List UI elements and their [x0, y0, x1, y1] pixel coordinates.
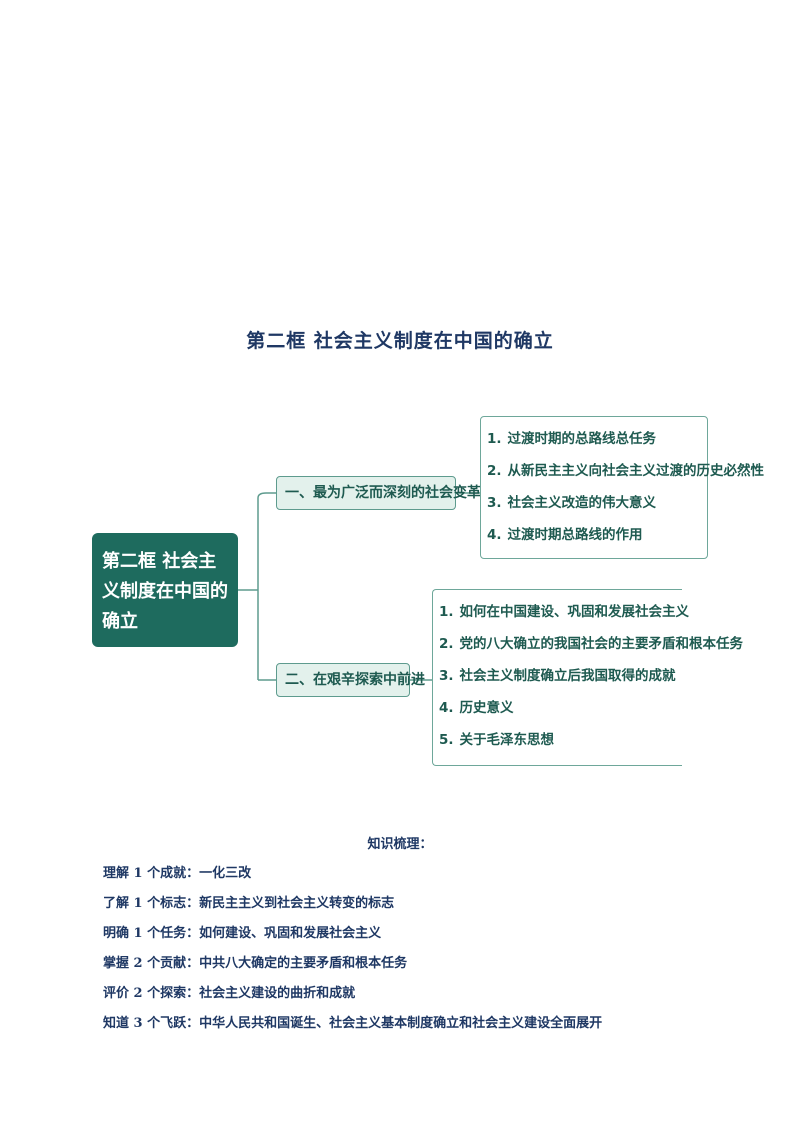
mindmap-root-node: 第二框 社会主义制度在中国的确立 [92, 533, 238, 647]
mindmap-branch-2: 二、在艰辛探索中前进 [276, 663, 425, 697]
page-title: 第二框 社会主义制度在中国的确立 [246, 330, 554, 352]
leaf-number: 4. [439, 700, 454, 716]
leaf-text: 过渡时期总路线的作用 [507, 527, 643, 543]
branch-1-leaf-list: 1. 过渡时期的总路线总任务 2. 从新民主主义向社会主义过渡的历史必然性 3. 社会… [480, 416, 764, 559]
leaf-item: 5. 关于毛泽东思想 [439, 728, 682, 760]
leaf-text: 社会主义改造的伟大意义 [507, 495, 657, 511]
leaf-item: 1. 如何在中国建设、巩固和发展社会主义 [439, 600, 689, 632]
leaf-number: 1. [487, 431, 502, 447]
leaf-text: 历史意义 [459, 700, 514, 716]
knowledge-point: 评价 2 个探索：社会主义建设的曲折和成就 [103, 986, 356, 1001]
leaf-number: 2. [487, 463, 502, 479]
mindmap-branch-1: 一、最为广泛而深刻的社会变革 [276, 476, 481, 510]
leaf-number: 5. [439, 732, 454, 748]
leaf-text: 党的八大确立的我国社会的主要矛盾和根本任务 [459, 636, 744, 652]
leaf-item: 4. 过渡时期总路线的作用 [487, 523, 707, 555]
knowledge-point: 掌握 2 个贡献：中共八大确定的主要矛盾和根本任务 [103, 956, 408, 971]
leaf-text: 如何在中国建设、巩固和发展社会主义 [459, 604, 690, 620]
leaf-text: 过渡时期的总路线总任务 [507, 431, 657, 447]
knowledge-heading: 知识梳理： [367, 837, 433, 852]
leaf-number: 3. [439, 668, 454, 684]
knowledge-point: 了解 1 个标志：新民主主义到社会主义转变的标志 [103, 896, 395, 911]
leaf-number: 3. [487, 495, 502, 511]
leaf-number: 4. [487, 527, 502, 543]
leaf-number: 1. [439, 604, 454, 620]
leaf-item: 2. 从新民主主义向社会主义过渡的历史必然性 [487, 459, 764, 491]
knowledge-point: 知道 3 个飞跃：中华人民共和国诞生、社会主义基本制度确立和社会主义建设全面展开 [103, 1016, 603, 1031]
leaf-text: 关于毛泽东思想 [459, 732, 555, 748]
knowledge-point: 明确 1 个任务：如何建设、巩固和发展社会主义 [103, 926, 382, 941]
leaf-text: 从新民主主义向社会主义过渡的历史必然性 [507, 463, 765, 479]
leaf-item: 2. 党的八大确立的我国社会的主要矛盾和根本任务 [439, 632, 743, 664]
branch-2-leaf-list: 1. 如何在中国建设、巩固和发展社会主义 2. 党的八大确立的我国社会的主要矛盾和根… [432, 589, 743, 766]
leaf-item: 1. 过渡时期的总路线总任务 [487, 427, 707, 459]
leaf-number: 2. [439, 636, 454, 652]
leaf-item: 4. 历史意义 [439, 696, 682, 728]
connector-branch-1 [257, 492, 276, 499]
leaf-item: 3. 社会主义改造的伟大意义 [487, 491, 707, 523]
leaf-item: 3. 社会主义制度确立后我国取得的成就 [439, 664, 682, 696]
leaf-text: 社会主义制度确立后我国取得的成就 [459, 668, 676, 684]
knowledge-point: 理解 1 个成就：一化三改 [103, 866, 252, 881]
